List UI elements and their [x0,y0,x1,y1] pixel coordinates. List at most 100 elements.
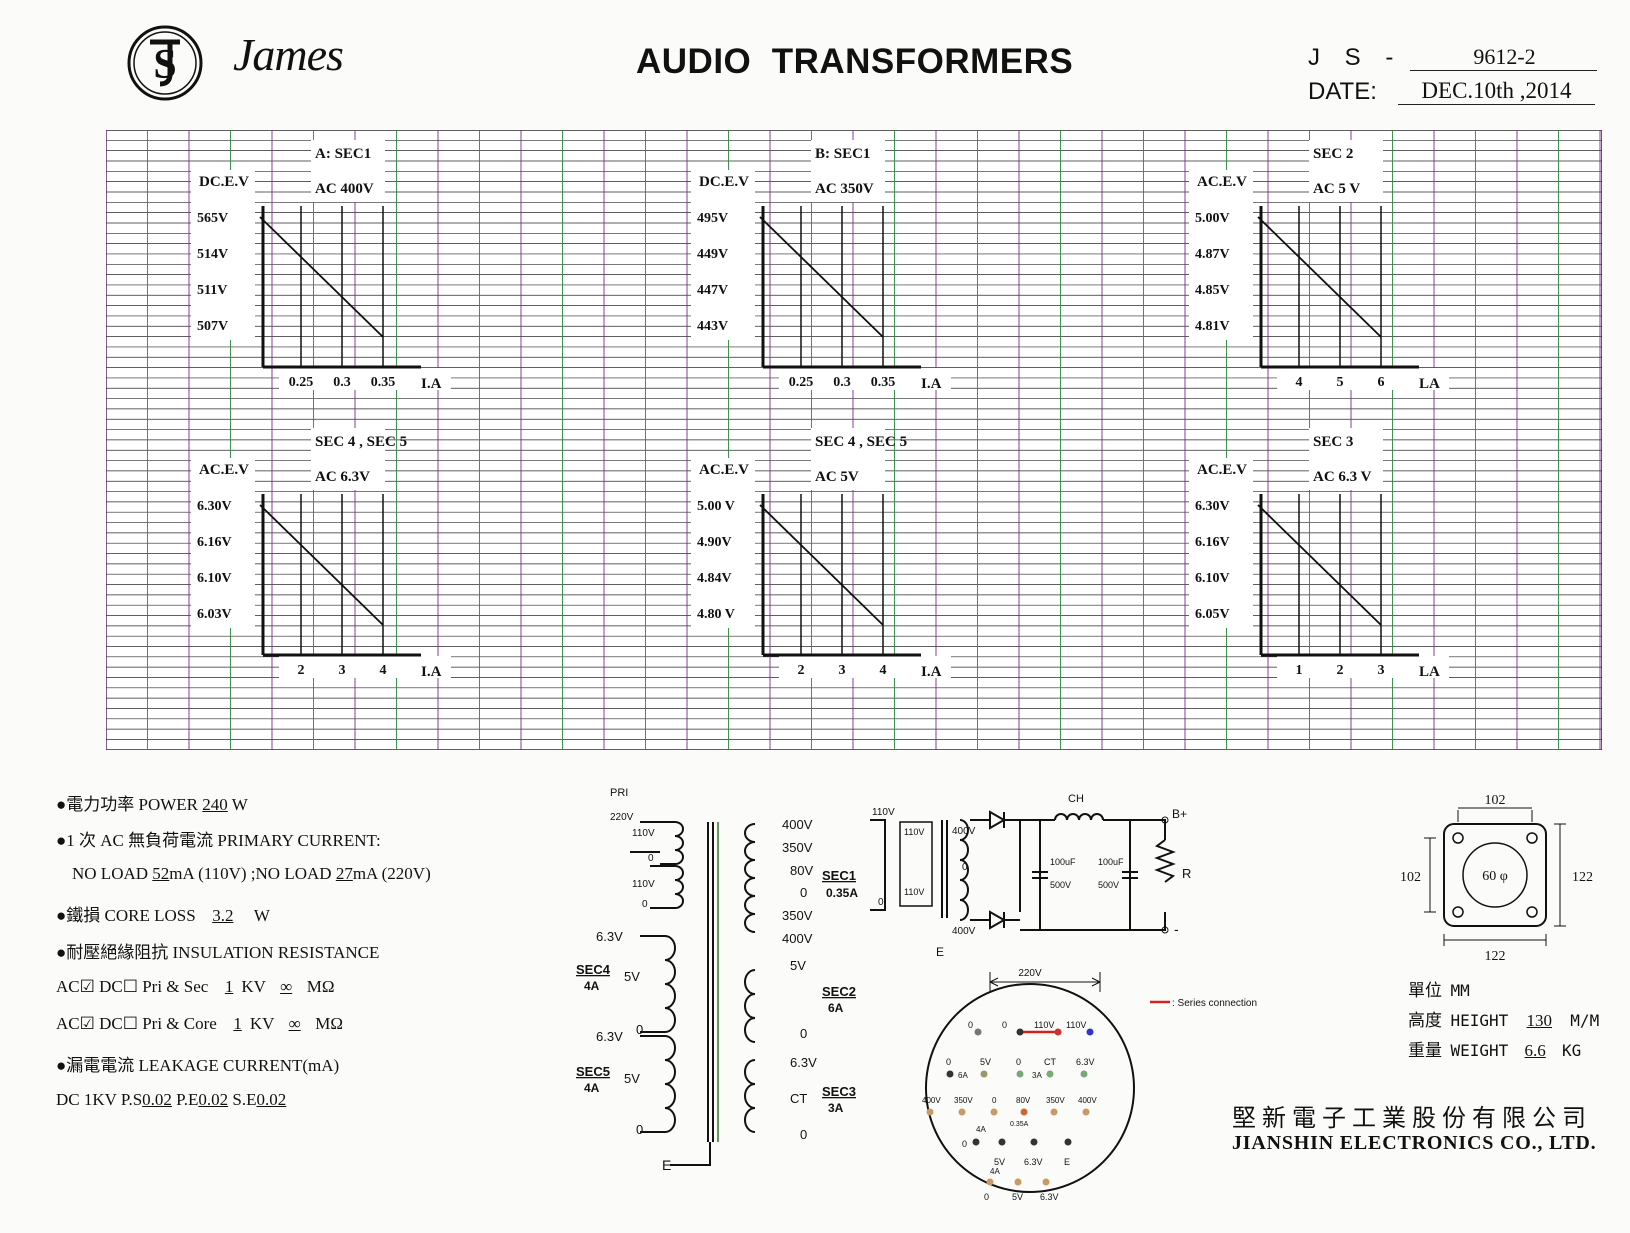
sec2-current: 6A [828,1001,844,1015]
chart-E-title-2: AC 5V [815,469,859,485]
dim-right-height: 122 [1572,870,1593,885]
chart-D: SEC 4 , SEC 5AC 6.3VAC.E.V6.30V6.16V6.10… [191,428,451,680]
sec4-tap-0: 0 [636,1022,643,1037]
chart-A-x-tick-1: 0.3 [333,375,351,390]
dim-top-width: 102 [1485,793,1506,808]
sec1-label: SEC1 [822,868,856,883]
chart-F-title-1: SEC 3 [1313,434,1353,450]
chart-F-x-label: LA [1419,664,1440,680]
weight-label-en: WEIGHT [1450,1041,1509,1060]
chart-F-data-line [1257,504,1382,626]
sec1-tap-80: 80V [790,863,813,878]
pri-tap-110b: 110V [632,879,655,890]
schematic-e-label: E [662,1157,671,1173]
rect-e-label: E [936,945,944,959]
chart-D-x-label: I.A [421,664,442,680]
weight-unit: KG [1562,1041,1582,1060]
noload-b-suffix: mA (220V) [352,864,431,883]
height-unit: M/M [1570,1011,1600,1030]
chart-A-data-line [259,216,384,338]
weight-value: 6.6 [1524,1041,1546,1060]
page-title: AUDIO TRANSFORMERS [636,42,1074,81]
chart-D-x-tick-2: 4 [380,663,387,678]
chart-F: SEC 3AC 6.3 VAC.E.V6.30V6.16V6.10V6.05V1… [1189,428,1449,680]
height-label-cn: 高度 [1408,1011,1442,1030]
date-value: DEC.10th ,2014 [1398,78,1595,105]
spec-no-load: NO LOAD 52mA (110V) ;NO LOAD 27mA (220V) [72,864,431,884]
leak-se-value: 0.02 [256,1090,287,1109]
chart-A-title-2: AC 400V [315,181,374,197]
sec5-tap-0: 0 [636,1122,643,1137]
noload-a-prefix: NO LOAD [72,864,149,883]
sec5-current: 4A [584,1081,600,1095]
wiring-diagrams: PRI 220V 110V 0 110V 0 400V 350V 80V 0 3… [576,787,1593,1202]
sec4-current: 4A [584,979,600,993]
chart-F-y-tick-3: 6.05V [1195,607,1230,622]
insulation-label: ●耐壓絕緣阻抗 INSULATION RESISTANCE [56,943,380,962]
weight-row: 重量 WEIGHT 6.6 KG [1408,1036,1581,1061]
leakage-label: ●漏電電流 LEAKAGE CURRENT(mA) [56,1056,340,1075]
chart-C-x-tick-2: 6 [1378,375,1385,390]
sec1-tap-400: 400V [782,817,813,832]
chart-E-x-label: I.A [921,664,942,680]
spec-core-loss: ●鐵損 CORE LOSS 3.2 W [56,901,270,926]
chart-A-x-tick-0: 0.25 [289,375,314,390]
pin-r2-5v: 5V [980,1057,991,1067]
pin-r4-e: E [1064,1157,1070,1167]
leak-pe-label: P.E [176,1090,199,1109]
dim-hole: 60 φ [1482,869,1508,884]
pin-r2-63: 6.3V [1076,1057,1095,1067]
chart-B-x-tick-1: 0.3 [833,375,851,390]
rect-cap2: 100uF [1098,857,1124,867]
chart-D-y-tick-2: 6.10V [197,571,232,586]
chart-C-y-label: AC.E.V [1197,174,1247,190]
power-value: 240 [202,795,228,814]
chart-D-x-tick-0: 2 [298,663,305,678]
core-loss-unit: W [253,906,270,925]
chart-A-y-tick-2: 511V [197,283,227,298]
pri-tap-220: 220V [610,812,634,823]
chart-E-title-1: SEC 4 , SEC 5 [815,434,907,450]
rect-out-400b: 400V [952,926,976,937]
pin-r2-3a: 3A [1032,1071,1042,1080]
pri-tap-0b: 0 [642,899,648,910]
ins2-kv: 1 [233,1014,242,1033]
unit-label: 單位 [1408,981,1442,1000]
noload-a-value: 52 [152,864,170,883]
rect-resistor-label: R [1182,866,1191,881]
chart-F-x-tick-0: 1 [1296,663,1303,678]
chart-F-y-tick-2: 6.10V [1195,571,1230,586]
ins1-ohm: ∞ [280,977,293,996]
chart-F-y-tick-1: 6.16V [1195,535,1230,550]
chart-E-data-line [759,504,884,626]
brand-name: James [233,29,344,80]
chart-C-y-tick-2: 4.85V [1195,283,1230,298]
rect-cap1: 100uF [1050,857,1076,867]
leak-pe-value: 0.02 [198,1090,229,1109]
chart-D-title-2: AC 6.3V [315,469,370,485]
rect-cap2-v: 500V [1098,880,1119,890]
chart-D-x-tick-1: 3 [339,663,346,678]
pin-r4-63: 6.3V [1024,1157,1043,1167]
primary-current-label: ●1 次 AC 無負荷電流 PRIMARY CURRENT: [56,831,381,850]
chart-D-y-tick-0: 6.30V [197,499,232,514]
chart-D-data-line [259,504,384,626]
company-name-cn: 堅新電子工業股份有限公司 [1232,1104,1592,1132]
pin-r5-5v: 5V [1012,1192,1023,1202]
chart-A-title-1: A: SEC1 [315,146,371,162]
chart-B-y-tick-3: 443V [697,319,728,334]
ins2-unit: MΩ [315,1014,343,1033]
chart-D-y-label: AC.E.V [199,462,249,478]
chart-F-y-tick-0: 6.30V [1195,499,1230,514]
chart-E-y-tick-2: 4.84V [697,571,732,586]
pin-r2-ct: CT [1044,1057,1056,1067]
chart-A-y-label: DC.E.V [199,174,249,190]
chart-C-x-tick-0: 4 [1296,375,1303,390]
dim-bottom-width: 122 [1485,949,1506,964]
sec5-label: SEC5 [576,1064,610,1079]
pin-r4-5v: 5V [994,1157,1005,1167]
